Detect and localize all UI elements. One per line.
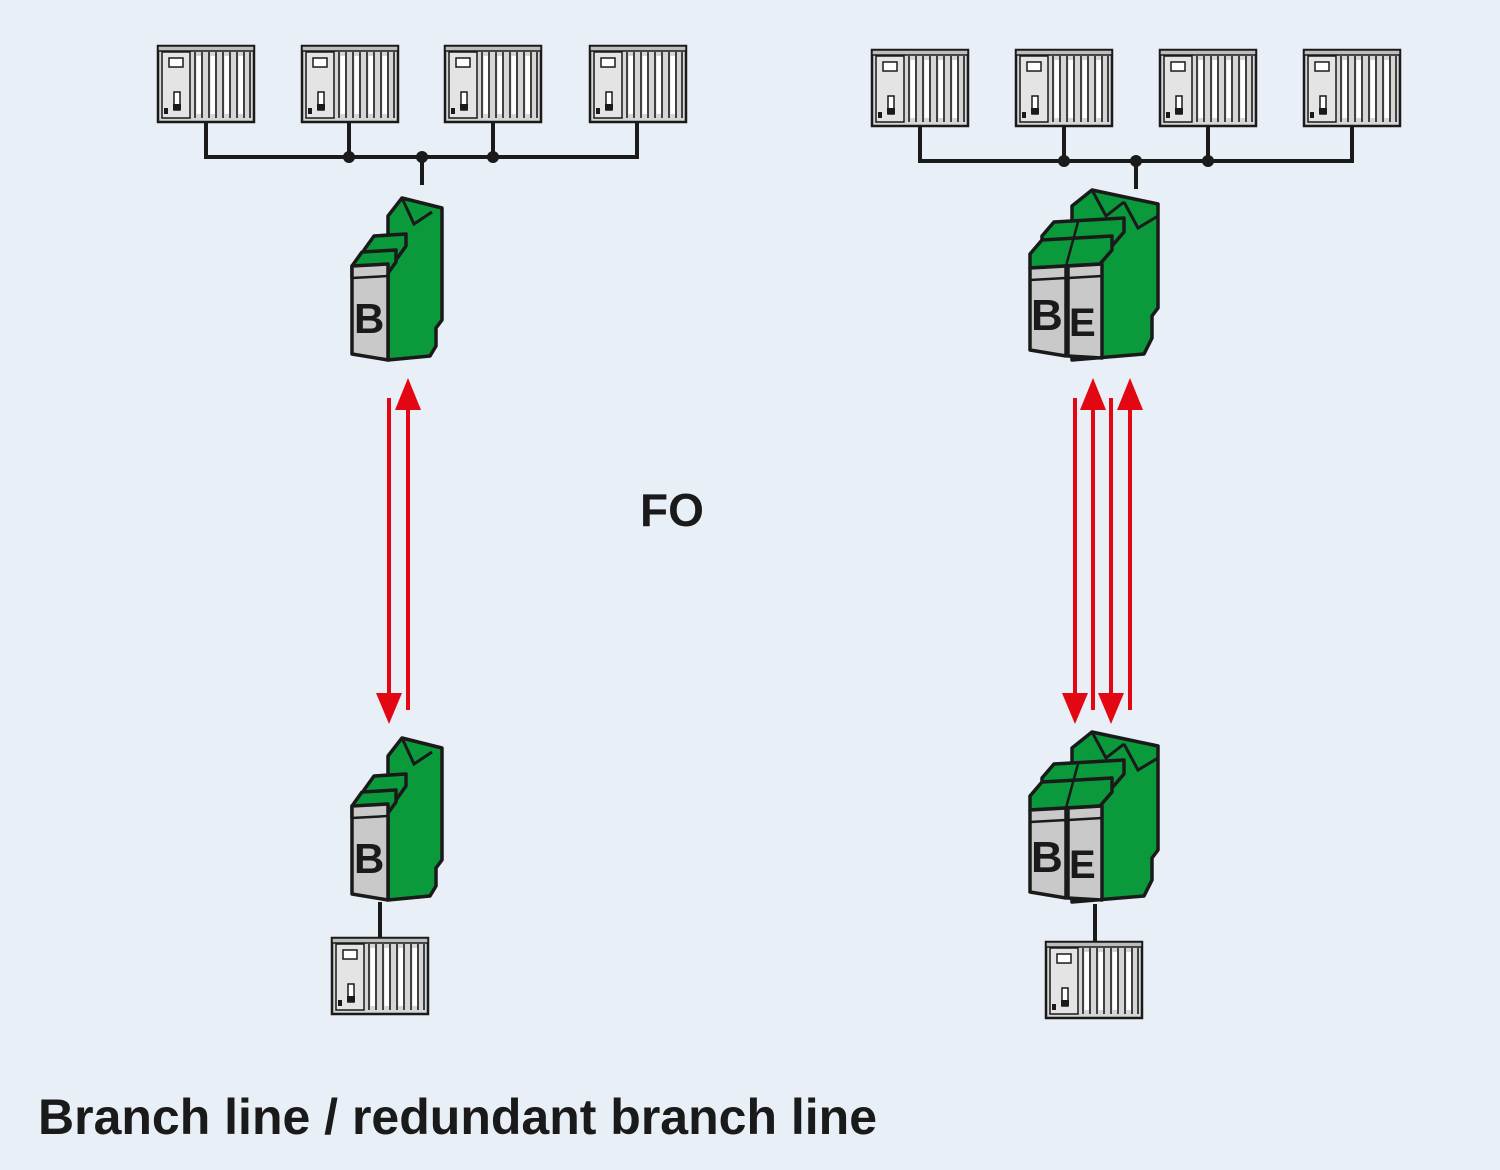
fiber-optic-link-right — [1062, 378, 1143, 724]
module-letter: B — [1031, 291, 1063, 340]
module-letter: B — [354, 295, 384, 342]
right-redundant-branch-line: B E B E — [870, 48, 1402, 1020]
fo-converter-module-bottom-left: B — [350, 736, 444, 902]
fo-converter-module-top-right: B E — [1028, 188, 1160, 362]
plc-controller-icon — [588, 44, 688, 124]
plc-controller-icon — [1302, 48, 1402, 128]
caption: Branch line / redundant branch line — [38, 1089, 878, 1145]
arrow-up-icon — [395, 378, 421, 410]
arrow-up-icon — [1117, 378, 1143, 410]
module-letter: E — [1069, 301, 1096, 345]
plc-controller-icon — [870, 48, 970, 128]
module-letter: B — [1031, 833, 1063, 882]
arrow-down-icon — [1098, 693, 1124, 724]
fo-converter-module-bottom-right: B E — [1028, 730, 1160, 904]
fiber-optic-link-left — [376, 378, 421, 724]
plc-controller-icon — [330, 936, 430, 1016]
arrow-down-icon — [376, 693, 402, 724]
bus-junction — [487, 151, 499, 163]
arrow-up-icon — [1080, 378, 1106, 410]
plc-controller-icon — [1014, 48, 1114, 128]
plc-controller-icon — [300, 44, 400, 124]
plc-controller-icon — [443, 44, 543, 124]
bus-junction — [416, 151, 428, 163]
module-letter: E — [1069, 843, 1096, 887]
plc-controller-icon — [1158, 48, 1258, 128]
plc-controller-icon — [156, 44, 256, 124]
module-letter: B — [354, 835, 384, 882]
left-branch-line: B B — [156, 44, 688, 1016]
bus-junction — [1058, 155, 1070, 167]
bus-junction — [1130, 155, 1142, 167]
bus-junction — [343, 151, 355, 163]
fo-label: FO — [640, 484, 704, 536]
bus-junction — [1202, 155, 1214, 167]
plc-controller-icon — [1044, 940, 1144, 1020]
fo-converter-module-top-left: B — [350, 196, 444, 362]
arrow-down-icon — [1062, 693, 1088, 724]
